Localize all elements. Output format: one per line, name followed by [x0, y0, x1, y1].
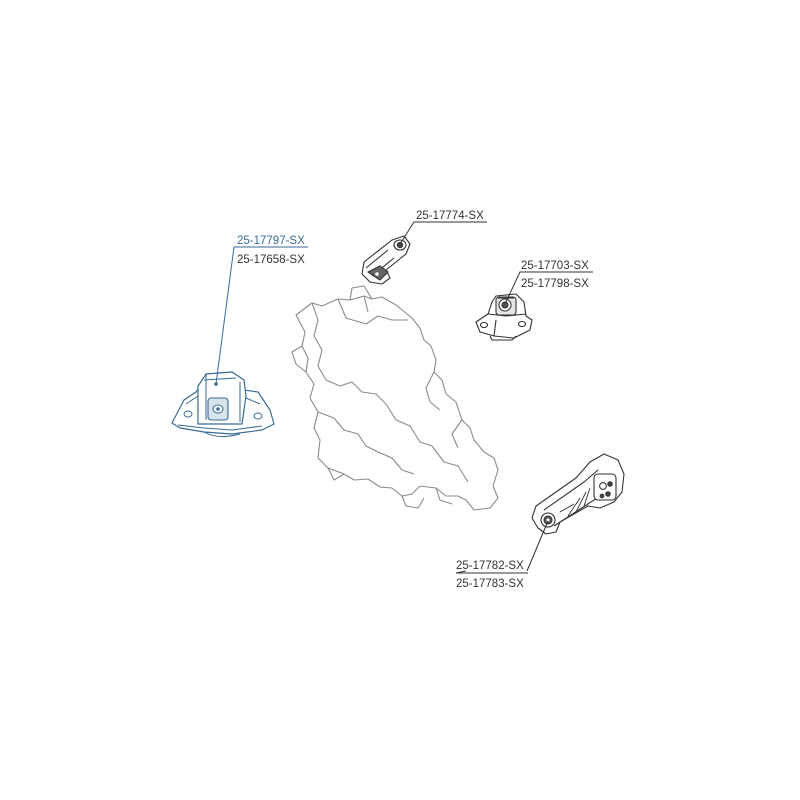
part-number-label[interactable]: 25-17774-SX: [416, 210, 484, 222]
leader-line-torque-rod: [455, 520, 549, 574]
torque-rod-icon[interactable]: [531, 453, 625, 535]
leader-line-left-mount: [215, 246, 308, 385]
part-number-label[interactable]: 25-17783-SX: [456, 578, 524, 590]
part-number-label[interactable]: 25-17782-SX: [456, 560, 524, 572]
rubber-mount-icon[interactable]: [475, 293, 533, 341]
leader-dot-left-mount: [214, 382, 218, 386]
engine-mount-bracket-icon[interactable]: [171, 371, 275, 438]
leader-line-right-mount: [504, 271, 593, 305]
part-labels: 25-17797-SX 25-17658-SX 25-17774-SX 25-1…: [237, 210, 589, 590]
part-number-label[interactable]: 25-17797-SX: [237, 235, 305, 247]
leader-lines: [214, 221, 593, 574]
part-number-label[interactable]: 25-17703-SX: [521, 260, 589, 272]
part-number-label[interactable]: 25-17798-SX: [521, 278, 589, 290]
engine-block-outline-icon: [291, 285, 499, 511]
torque-link-icon[interactable]: [361, 235, 411, 285]
leader-line-top-link: [399, 221, 487, 245]
part-number-label[interactable]: 25-17658-SX: [237, 254, 305, 266]
